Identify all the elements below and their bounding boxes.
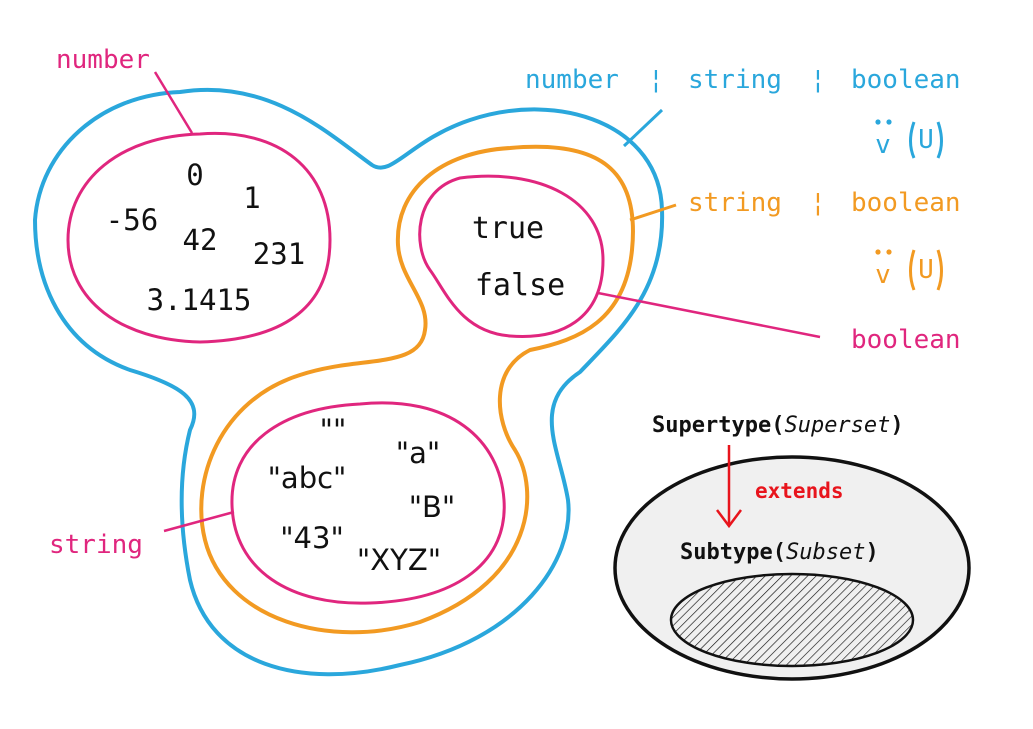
number-value: 1 — [243, 181, 260, 215]
boolean-value: true — [472, 211, 544, 246]
string-set — [230, 401, 506, 605]
union-sb-type-string: string — [688, 188, 782, 218]
subtype-label: Subtype(Subset) — [680, 540, 879, 565]
number-leader-line — [153, 71, 194, 134]
union-all-label: number ¦ string ¦ boolean — [525, 65, 961, 95]
extends-label: extends — [755, 479, 844, 503]
union-sb-separator: ¦ — [810, 188, 826, 218]
number-value: 231 — [253, 237, 305, 271]
number-values: 0 1 -56 42 231 3.1415 — [106, 158, 305, 317]
string-values: "" "a" "abc" "B" "43" "XYZ" — [268, 413, 456, 577]
string-leader-line — [163, 510, 235, 533]
subtype-ellipse — [669, 572, 915, 668]
string-value: "XYZ" — [357, 543, 441, 577]
union-sb-type-boolean: boolean — [851, 188, 961, 218]
string-value: "a" — [396, 436, 440, 470]
boolean-set — [418, 174, 605, 338]
union-all-leader-line — [622, 108, 664, 148]
union-all-type-boolean: boolean — [851, 65, 961, 95]
string-label: string — [49, 530, 143, 560]
number-label: number — [56, 45, 150, 75]
union-all-boundary — [32, 87, 665, 677]
union-all-type-number: number — [525, 65, 619, 95]
union-sb-leader-line — [629, 203, 677, 222]
union-all-separator: ¦ — [648, 65, 664, 95]
union-all-type-string: string — [688, 65, 782, 95]
or-union-symbols-blue: v U — [875, 119, 943, 160]
number-value: -56 — [106, 203, 158, 237]
number-value: 42 — [183, 223, 218, 257]
boolean-leader-line — [597, 291, 821, 339]
boolean-values: true false — [472, 211, 565, 303]
subtype-legend: Supertype(Superset) extends Subtype(Subs… — [613, 413, 971, 681]
boolean-value: false — [475, 268, 565, 303]
extends-arrowhead — [716, 509, 742, 529]
number-value: 0 — [186, 158, 203, 192]
string-value: "abc" — [268, 461, 347, 495]
or-symbol: v — [875, 130, 891, 160]
union-all-separator: ¦ — [810, 65, 826, 95]
or-symbol: v — [875, 260, 891, 290]
union-symbol: U — [918, 255, 934, 285]
supertype-label: Supertype(Superset) — [652, 413, 904, 438]
union-string-boolean-boundary — [199, 144, 635, 635]
union-symbol: U — [918, 125, 934, 155]
number-set — [66, 131, 332, 344]
number-value: 3.1415 — [147, 283, 252, 317]
string-value: "" — [320, 413, 347, 447]
boolean-label: boolean — [851, 325, 961, 355]
string-value: "B" — [409, 490, 456, 524]
or-union-symbols-orange: v U — [875, 249, 943, 291]
union-sb-label: string ¦ boolean — [688, 188, 961, 218]
string-value: "43" — [280, 521, 344, 555]
